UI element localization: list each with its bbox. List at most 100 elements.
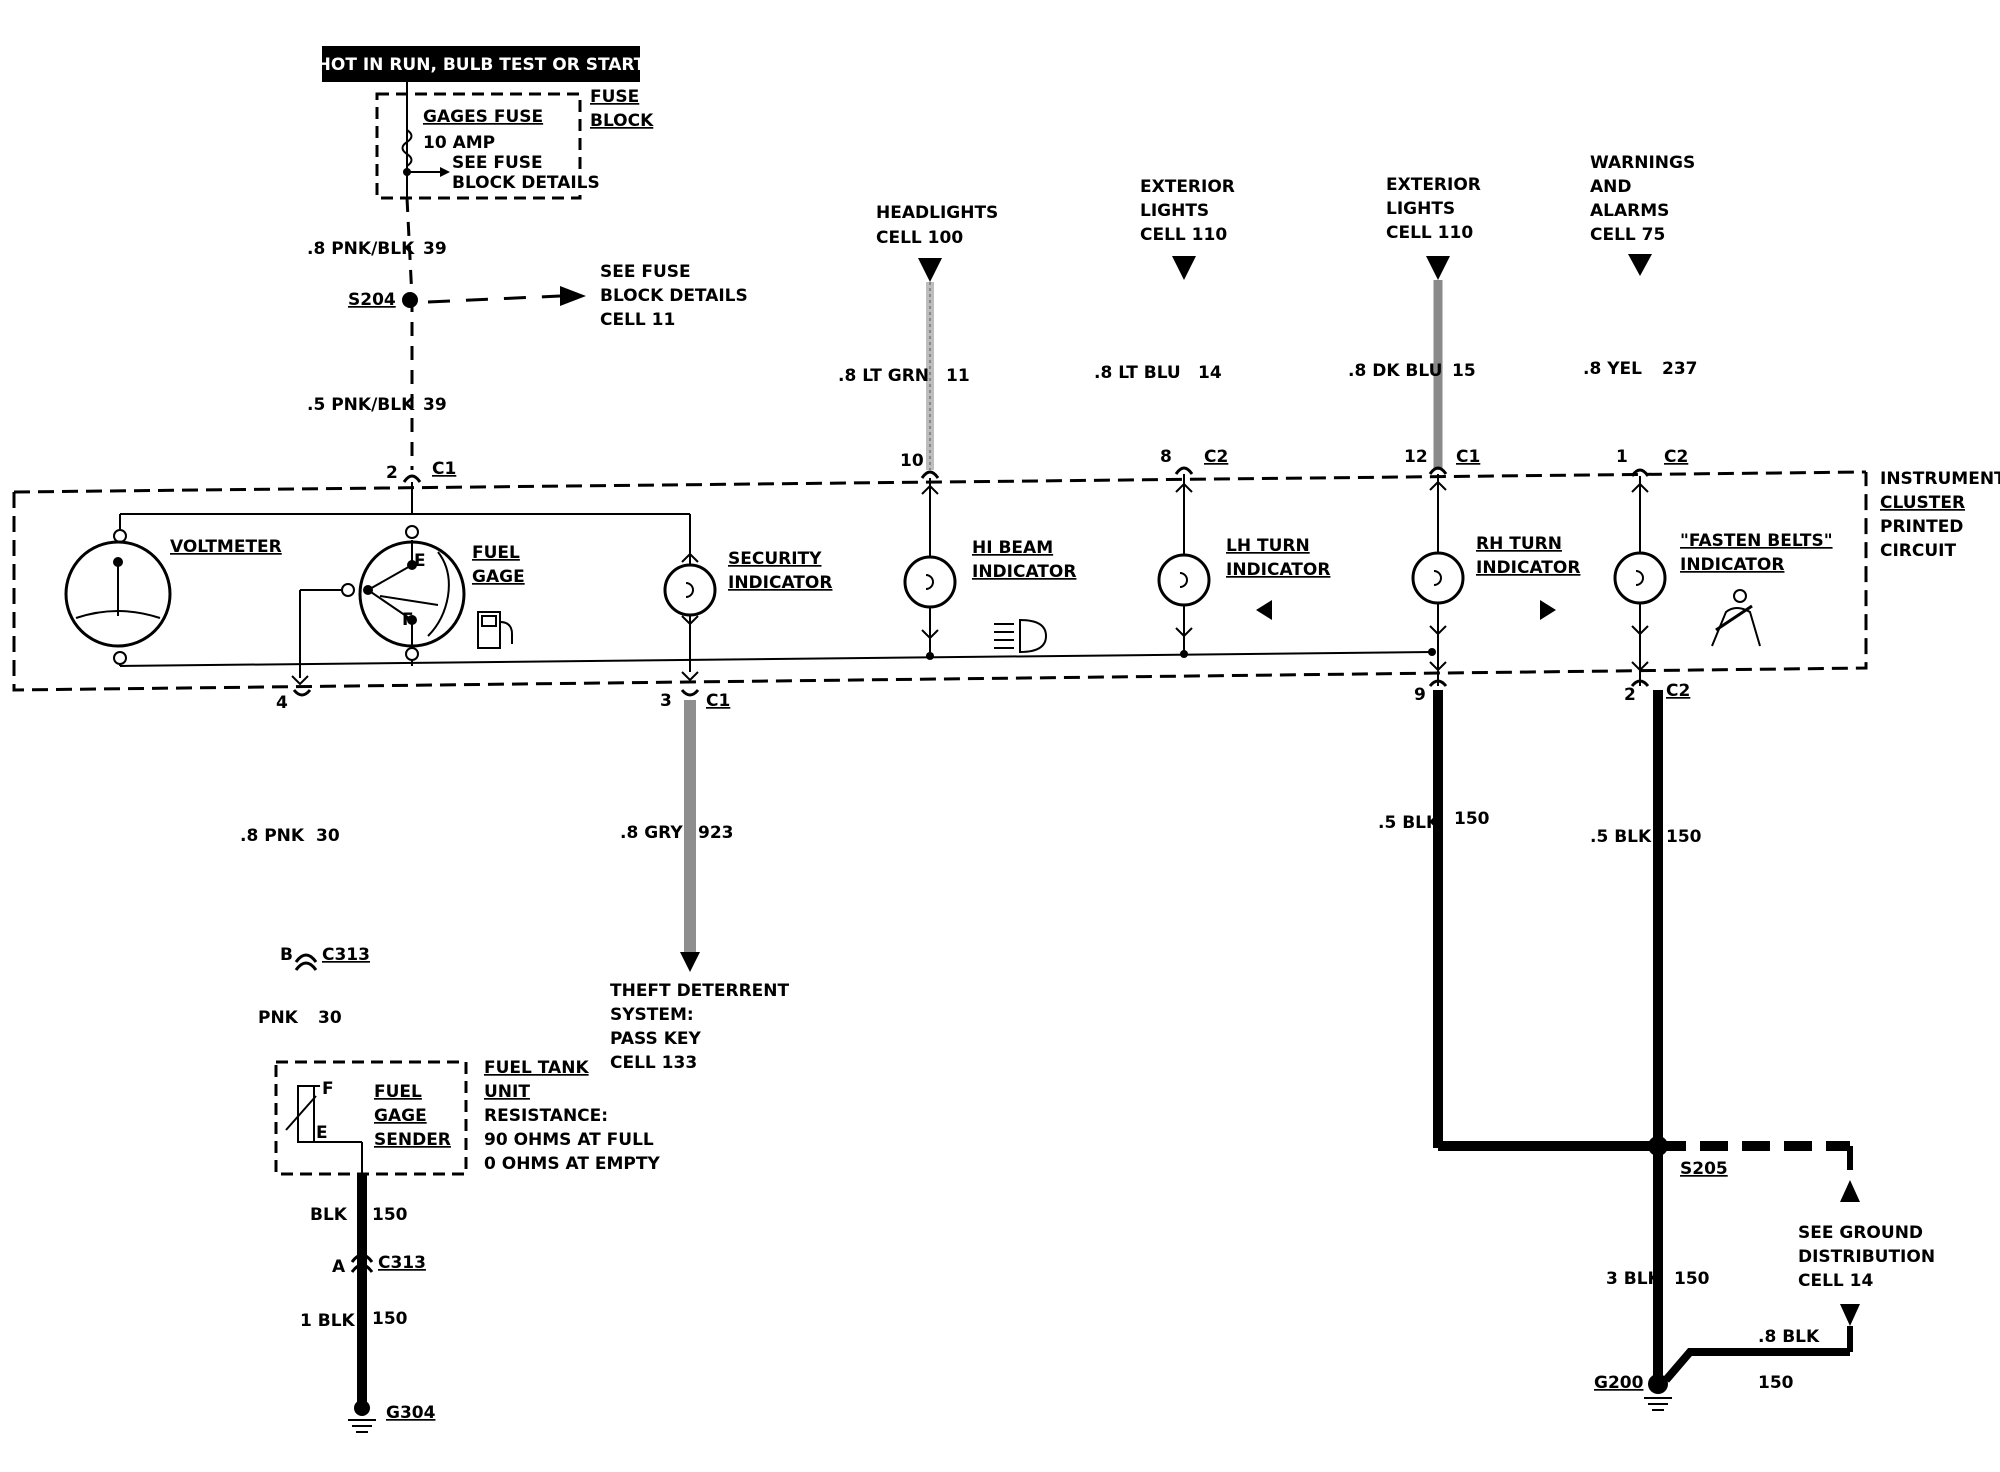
ground-icon	[1644, 1374, 1672, 1411]
theft-2: SYSTEM:	[610, 1005, 694, 1025]
fuel-pump-icon	[477, 611, 513, 649]
power-banner: HOT IN RUN, BULB TEST OR START	[317, 46, 646, 82]
sender-name-2: GAGE	[374, 1106, 427, 1126]
wire-gry-923: .8 GRY 923	[620, 700, 734, 972]
ref-ext2-1: EXTERIOR	[1386, 175, 1481, 195]
hibeam-indicator: HI BEAM INDICATOR	[903, 478, 1076, 660]
ground-g304: G304	[386, 1403, 436, 1423]
wire-39-bottom-circuit: 39	[423, 395, 447, 415]
sender-res-3: 0 OHMS AT EMPTY	[484, 1154, 660, 1174]
cluster-top-pin: 2	[386, 463, 398, 483]
right-arrow-icon	[1540, 600, 1556, 620]
pin-lt-blu: 8	[1160, 447, 1172, 467]
wire-yel-circuit: 237	[1662, 359, 1698, 379]
splice-s205: S205 SEE GROUND DISTRIBUTION CELL 14 3 B…	[1438, 1136, 1935, 1411]
ref-ext2-3: CELL 110	[1386, 223, 1473, 243]
splice-s205-id: S205	[1680, 1159, 1728, 1179]
conn-dk-blu: C1	[1456, 447, 1480, 467]
ref-headlights-1: HEADLIGHTS	[876, 203, 998, 223]
conn-lt-blu: C2	[1204, 447, 1228, 467]
c313-id-b: C313	[322, 945, 370, 965]
lhturn-label-1: LH TURN	[1226, 536, 1310, 556]
hibeam-label-1: HI BEAM	[972, 538, 1053, 558]
left-arrow-icon	[1256, 600, 1272, 620]
wire-blk-150-rh: .5 BLK 150	[1378, 690, 1490, 1148]
c313-pin-a: A	[332, 1257, 346, 1277]
gage-f: F	[402, 610, 414, 630]
c313-blk-size: BLK	[310, 1205, 348, 1225]
conn-yel: C2	[1664, 447, 1688, 467]
wire-lt-grn-size: .8 LT GRN	[838, 366, 929, 386]
bottom-conn-belts: C2	[1666, 681, 1690, 701]
connector-c313-b: B C313 PNK 30	[258, 945, 370, 1028]
wire-blk-150-belts: .5 BLK 150	[1590, 690, 1702, 1380]
ref-warn-4: CELL 75	[1590, 225, 1665, 245]
wire-39: .8 PNK/BLK 39 .5 PNK/BLK 39	[307, 197, 447, 470]
instrument-cluster: INSTRUMENT CLUSTER PRINTED CIRCUIT VOLTM…	[12, 469, 2000, 713]
c313-blk1-circuit: 150	[372, 1309, 408, 1329]
s204-ref-1: SEE FUSE	[600, 262, 691, 282]
wire-39-top-circuit: 39	[423, 239, 447, 259]
sender-res-1: RESISTANCE:	[484, 1106, 608, 1126]
wire-blk1-size: .5 BLK	[1378, 813, 1440, 833]
lhturn-indicator: LH TURN INDICATOR	[1157, 474, 1330, 658]
wire-pnk-circuit: 30	[316, 826, 340, 846]
sender-name-3: SENDER	[374, 1130, 451, 1150]
hibeam-label-2: INDICATOR	[972, 562, 1076, 582]
theft-deterrent-ref: THEFT DETERRENT SYSTEM: PASS KEY CELL 13…	[610, 981, 790, 1073]
fuse-icon	[401, 129, 413, 167]
ref-exterior-lights-1: EXTERIOR LIGHTS CELL 110	[1140, 177, 1235, 280]
ref-ext1-1: EXTERIOR	[1140, 177, 1235, 197]
wire-blk2-circuit: 150	[1666, 827, 1702, 847]
ref-headlights: HEADLIGHTS CELL 100	[876, 203, 998, 282]
wire-lt-grn: .8 LT GRN 11	[838, 282, 970, 470]
wire-8blk-circuit: 150	[1758, 1373, 1794, 1393]
ground-see-3: CELL 14	[1798, 1271, 1874, 1291]
sender-res-2: 90 OHMS AT FULL	[484, 1130, 654, 1150]
top-connectors: 2 C1 10 8 C2 12 C1 1 C2	[386, 447, 1688, 483]
fuel-gage-label-1: FUEL	[472, 543, 520, 563]
theft-1: THEFT DETERRENT	[610, 981, 790, 1001]
rhturn-label-2: INDICATOR	[1476, 558, 1580, 578]
resistor-icon	[297, 1085, 315, 1143]
splice-s204: S204 SEE FUSE BLOCK DETAILS CELL 11	[348, 262, 748, 330]
fuse-see-2: BLOCK DETAILS	[452, 173, 600, 193]
wire-dk-blu-size: .8 DK BLU	[1348, 361, 1442, 381]
gage-e: E	[414, 551, 426, 571]
ground-g200: G200	[1594, 1373, 1644, 1393]
fuel-gage-label-2: GAGE	[472, 567, 525, 587]
s204-ref-3: CELL 11	[600, 310, 675, 330]
wire-gry-size: .8 GRY	[620, 823, 683, 843]
fuse-see-1: SEE FUSE	[452, 153, 543, 173]
rhturn-indicator: RH TURN INDICATOR	[1411, 474, 1580, 686]
wire-3blk-circuit: 150	[1674, 1269, 1710, 1289]
security-indicator: SECURITY INDICATOR	[663, 540, 832, 672]
cluster-label-3: PRINTED	[1880, 517, 1963, 537]
wire-3blk-size: 3 BLK	[1606, 1269, 1662, 1289]
security-label-2: INDICATOR	[728, 573, 832, 593]
c313-blk1-size: 1 BLK	[300, 1311, 356, 1331]
fuse-name: GAGES FUSE	[423, 107, 543, 127]
sender-e: E	[316, 1123, 328, 1143]
sender-f: F	[322, 1079, 334, 1099]
lhturn-label-2: INDICATOR	[1226, 560, 1330, 580]
pin-yel: 1	[1616, 447, 1628, 467]
ref-warn-2: AND	[1590, 177, 1632, 197]
wire-lt-blu-circuit: 14	[1198, 363, 1222, 383]
cluster-label-2: CLUSTER	[1880, 493, 1965, 513]
c313-pin-b: B	[280, 945, 293, 965]
wire-blk2-size: .5 BLK	[1590, 827, 1652, 847]
ref-warn-1: WARNINGS	[1590, 153, 1695, 173]
s204-ref-2: BLOCK DETAILS	[600, 286, 748, 306]
fuel-gage-sender: F E FUEL GAGE SENDER FUEL TANK UNIT RESI…	[274, 1058, 660, 1176]
fasten-belts-indicator: "FASTEN BELTS" INDICATOR	[1613, 476, 1833, 686]
headlamp-icon	[994, 618, 1048, 654]
c313-pnk-circuit: 30	[318, 1008, 342, 1028]
cluster-top-conn: C1	[432, 459, 456, 479]
fuse-block-label-1: FUSE	[590, 87, 639, 107]
wire-lt-blu: .8 LT BLU 14	[1094, 363, 1222, 383]
splice-s204-id: S204	[348, 290, 396, 310]
ref-warnings: WARNINGS AND ALARMS CELL 75	[1590, 153, 1695, 276]
theft-4: CELL 133	[610, 1053, 697, 1073]
